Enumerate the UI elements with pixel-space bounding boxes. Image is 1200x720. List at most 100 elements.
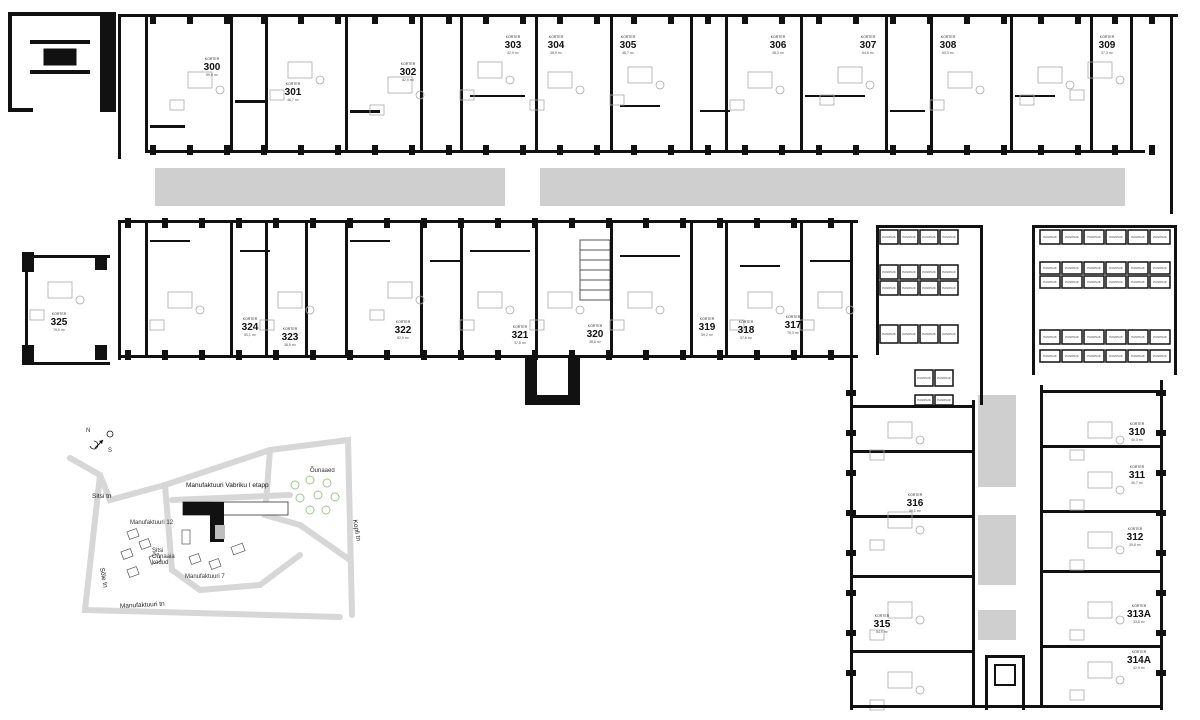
- site-map: Manufaktuuri Vabriku I etapp Sitsi tn Ko…: [67, 428, 362, 620]
- storage-label: PANIPAIK: [922, 332, 935, 336]
- compass-south: S: [108, 448, 112, 454]
- storage-label: PANIPAIK: [1153, 235, 1166, 239]
- unit-type-label: KORTER: [1100, 35, 1115, 39]
- north-wing: [8, 12, 1178, 405]
- unit-number: 308: [940, 40, 957, 51]
- unit-number: 323: [282, 332, 299, 343]
- furniture: [29, 61, 1125, 711]
- storage-label: PANIPAIK: [1131, 354, 1144, 358]
- storage-label: PANIPAIK: [937, 398, 950, 402]
- unit-type-label: KORTER: [1128, 527, 1143, 531]
- unit-type-label: KORTER: [588, 324, 603, 328]
- unit-type-label: KORTER: [908, 493, 923, 497]
- unit-area: 48,7 m²: [622, 51, 635, 55]
- east-wing: PANIPAIK PANIPAIK PANIPAIK PANIPAIK PANIPAIK…: [850, 225, 1177, 710]
- storage-label: PANIPAIK: [922, 286, 935, 290]
- unit-area: 82,9 m²: [402, 78, 415, 82]
- storage-label: PANIPAIK: [922, 270, 935, 274]
- unit-area: 59,2 m²: [701, 333, 714, 337]
- unit-number: 310: [1129, 427, 1146, 438]
- storage-label: PANIPAIK: [1065, 280, 1078, 284]
- storage-label: PANIPAIK: [1131, 335, 1144, 339]
- storage-label: PANIPAIK: [917, 376, 930, 380]
- north-row-partitions: [145, 14, 1155, 155]
- unit-area: 46,7 m²: [1131, 481, 1144, 485]
- unit-number: 320: [587, 329, 604, 340]
- storage-label: PANIPAIK: [1087, 235, 1100, 239]
- unit-type-label: KORTER: [283, 327, 298, 331]
- unit-number: 306: [770, 40, 787, 51]
- label-m7: Manufaktuuri 7: [185, 574, 225, 580]
- storage-label: PANIPAIK: [1087, 335, 1100, 339]
- storage-label: PANIPAIK: [1109, 235, 1122, 239]
- storage-label: PANIPAIK: [1109, 354, 1122, 358]
- unit-area: 57,6 m²: [740, 336, 753, 340]
- unit-number: 300: [204, 62, 221, 73]
- unit-number: 301: [285, 87, 302, 98]
- unit-number: 304: [548, 40, 565, 51]
- unit-type-label: KORTER: [1132, 604, 1147, 608]
- storage-label: PANIPAIK: [1087, 354, 1100, 358]
- unit-area: 38,9 m²: [550, 51, 563, 55]
- compass-north: N: [86, 428, 90, 434]
- unit-number: 305: [620, 40, 637, 51]
- storage-grid: PANIPAIK PANIPAIK PANIPAIK PANIPAIK PANIPAIK…: [879, 229, 1171, 406]
- unit-number: 322: [395, 325, 412, 336]
- storage-label: PANIPAIK: [1065, 266, 1078, 270]
- street-kopli: Kopli tn: [351, 519, 362, 542]
- storage-label: PANIPAIK: [1131, 235, 1144, 239]
- storage-label: PANIPAIK: [882, 270, 895, 274]
- storage-label: PANIPAIK: [1153, 266, 1166, 270]
- unit-area: 75,3 m²: [787, 331, 800, 335]
- unit-number: 311: [1129, 470, 1146, 481]
- unit-area: 42,9 m²: [507, 51, 520, 55]
- unit-type-label: KORTER: [243, 317, 258, 321]
- label-orchard: Õunaaed: [310, 467, 335, 474]
- storage-label: PANIPAIK: [942, 332, 955, 336]
- unit-type-label: KORTER: [700, 317, 715, 321]
- storage-label: PANIPAIK: [902, 332, 915, 336]
- storage-label: PANIPAIK: [1153, 335, 1166, 339]
- storage-label: PANIPAIK: [882, 286, 895, 290]
- unit-type-label: KORTER: [739, 320, 754, 324]
- storage-label: PANIPAIK: [1109, 335, 1122, 339]
- storage-label: PANIPAIK: [1109, 266, 1122, 270]
- unit-area: 38,5 m²: [284, 343, 297, 347]
- unit-area: 37,3 m²: [1101, 51, 1114, 55]
- storage-label: PANIPAIK: [922, 235, 935, 239]
- unit-number: 316: [907, 498, 924, 509]
- unit-number: 313A: [1127, 609, 1151, 620]
- south-row-partitions: [125, 218, 853, 360]
- unit-type-label: KORTER: [286, 82, 301, 86]
- unit-number: 309: [1099, 40, 1116, 51]
- storage-label: PANIPAIK: [1065, 335, 1078, 339]
